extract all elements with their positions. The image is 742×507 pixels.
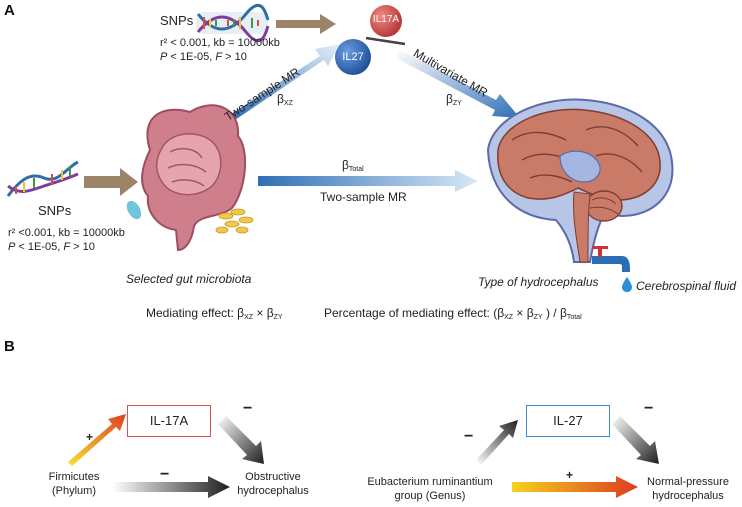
beta-total-arrow [258,170,478,192]
faucet-icon [592,246,630,272]
brown-arrow-top [276,14,336,34]
left-snps-threshold: r² <0.001, kb = 10000kb [8,227,125,239]
outcome-normal-pressure: Normal-pressure hydrocephalus [647,476,729,502]
beta-total-label: βTotal [342,158,364,173]
il17a-il27-link [365,36,406,46]
two-sample-mr-upper-arrow [228,44,340,122]
arrow-firmicutes-to-il17a [68,414,126,466]
outcome-obstructive: Obstructive hydrocephalus [237,471,309,497]
csf-label: Cerebrospinal fluid [636,279,737,293]
left-snps-pf: P < 1E-05, F > 10 [8,241,95,253]
brain-icon [486,98,674,263]
panel-b-label: B [4,338,15,355]
exposure-firmicutes: Firmicutes (Phylum) [48,471,100,497]
top-snps-pf: P < 1E-05, F > 10 [160,51,247,63]
dna-helix-top-icon [196,4,270,42]
beta-zy-label: βZY [446,92,462,107]
left-snps-title: SNPs [38,203,72,218]
hydrocephalus-type-label: Type of hydrocephalus [478,275,599,289]
sign-firmicutes-obstructive: − [160,466,170,483]
sign-eubacterium-il27: − [464,428,474,445]
top-snps-title: SNPs [160,13,194,28]
dna-helix-left-icon [6,160,79,197]
arrow-eubacterium-to-il27 [476,420,518,465]
mediating-effect-formula: Mediating effect: βXZ × βZY [146,306,283,321]
gut-microbiota-icon [126,104,254,252]
sign-firmicutes-il17a: + [86,430,94,444]
two-sample-mr-lower-label: Two-sample MR [320,190,407,204]
arrow-il27-to-normal-pressure [612,416,659,464]
sign-il27-normal-pressure: − [644,400,654,417]
il27-ball-icon [335,39,371,75]
il17a-label: IL17A [372,14,400,25]
sign-eubacterium-normal-pressure: + [566,468,574,482]
arrow-il17a-to-obstructive [218,416,264,464]
il27-box: IL-27 [526,405,610,437]
percentage-mediating-formula: Percentage of mediating effect: (βXZ × β… [324,306,582,321]
gut-microbiota-label: Selected gut microbiota [126,272,252,286]
csf-drop-icon [622,277,632,292]
exposure-eubacterium: Eubacterium ruminantium group (Genus) [367,476,493,502]
brown-arrow-left [84,168,138,196]
il17a-ball-icon [370,5,402,37]
arrow-eubacterium-to-normal-pressure [512,476,638,498]
arrow-firmicutes-to-obstructive [112,476,230,498]
beta-xz-label: βXZ [277,92,293,107]
il27-label: IL27 [342,51,364,63]
top-snps-threshold: r² < 0.001, kb = 10000kb [160,37,280,49]
panel-a-label: A [4,2,15,19]
sign-il17a-obstructive: − [243,400,253,417]
il17a-box: IL-17A [127,405,211,437]
multivariate-mr-arrow [396,50,520,118]
